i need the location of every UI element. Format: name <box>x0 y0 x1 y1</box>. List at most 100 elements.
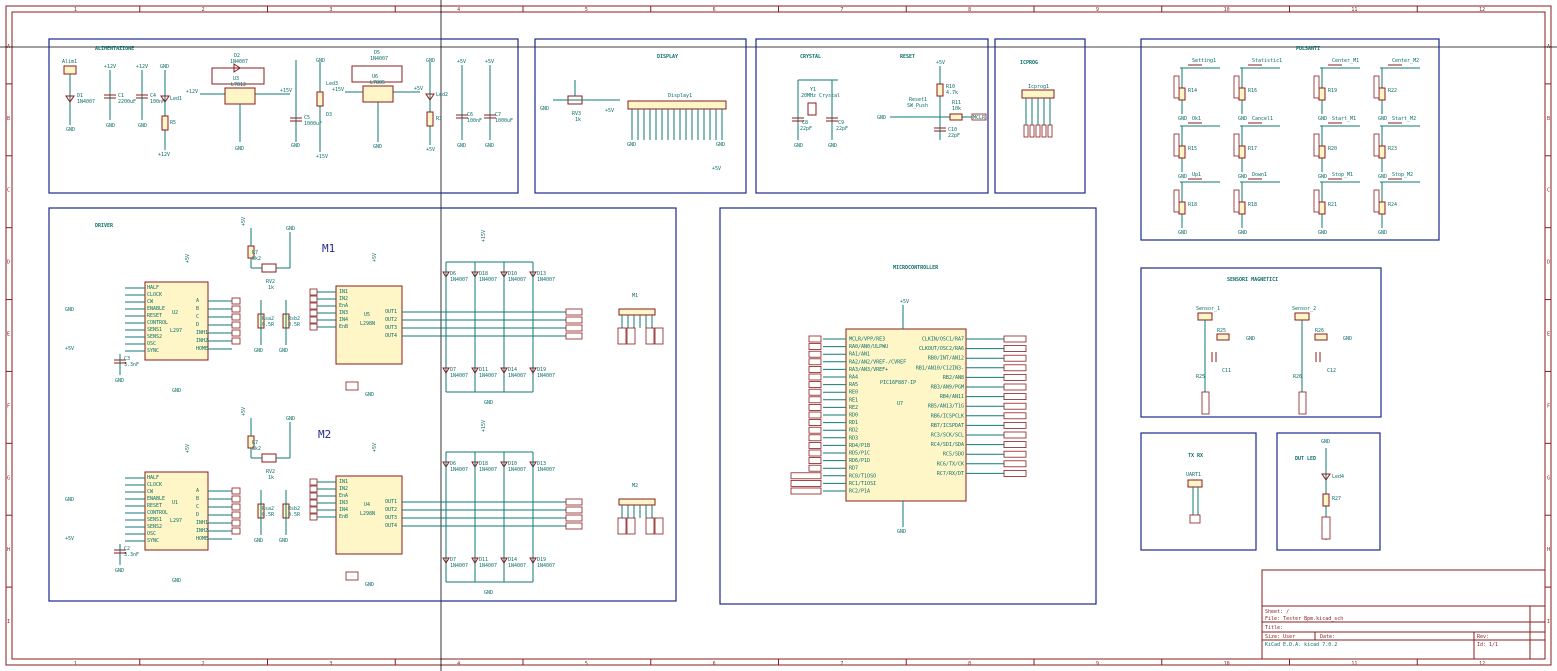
driver-stage-m2: L297U1HALFCLOCKCWENABLERESETCONTROLSENS1… <box>65 407 664 596</box>
mcu-net-flag <box>808 464 822 472</box>
block-icprog[interactable]: ICPROG Icprog1 <box>994 38 1086 194</box>
block-title-microcontroller: MICROCONTROLLER <box>893 265 939 271</box>
ref-c4: C4 <box>150 93 156 99</box>
frame-col-bottom-9: 9 <box>1096 661 1099 667</box>
c-timing-ref: C3 <box>124 356 130 362</box>
block-alimentazione[interactable]: ALIMENTAZIONE Alim1 D1 1N4007 GND C1 220… <box>48 38 519 194</box>
ref-d1: D1 <box>77 93 83 99</box>
frame-row-F: F <box>7 403 10 409</box>
button-ref: Up1 <box>1192 172 1201 178</box>
button-resistor: R17 <box>1248 146 1257 152</box>
button-gnd: GND <box>1238 174 1247 180</box>
ref-y1: Y1 <box>810 87 816 93</box>
block-txrx[interactable]: TX RX UART1 <box>1140 432 1257 551</box>
block-title-crystal: CRYSTAL <box>800 54 821 60</box>
frame-row-D: D <box>7 260 10 266</box>
mcu-net-flag <box>1003 431 1027 439</box>
block-dut-led[interactable]: DUT LED GND Led4 R27 <box>1276 432 1381 551</box>
block-sensori[interactable]: SENSORI MAGNETICI Sensor_1 Sensor_2 R25 … <box>1140 267 1382 418</box>
l298-pin-left: IN2 <box>339 486 348 492</box>
l298-pin-left: IN1 <box>339 479 348 485</box>
diode-value: 1N4007 <box>537 563 555 569</box>
svg-text:GND: GND <box>1246 336 1255 342</box>
button-resistor: R24 <box>1388 202 1397 208</box>
rsa-gnd: GND <box>254 538 263 544</box>
mcu-net-flag <box>808 388 822 396</box>
l297-value: L297 <box>170 518 182 524</box>
val-c8: 22pF <box>800 126 812 132</box>
mcu-net-flag <box>808 381 822 389</box>
frame-row-right-F: F <box>1547 403 1550 409</box>
ref-c1: C1 <box>118 93 124 99</box>
button-gnd: GND <box>1318 116 1327 122</box>
diode-value: 1N4007 <box>479 563 497 569</box>
l298-pin-left: EnA <box>339 303 348 309</box>
block-crystal-reset[interactable]: CRYSTAL RESET Y1 20MHz Crystal C8 22pF C… <box>755 38 989 194</box>
diode-value: 1N4007 <box>508 467 526 473</box>
ref-led4: Led4 <box>1332 474 1344 480</box>
mcu-net-flag <box>808 457 822 465</box>
l298-gnd: GND <box>365 392 374 398</box>
mcu-net-flag <box>1003 450 1027 458</box>
block-title-alimentazione: ALIMENTAZIONE <box>95 46 134 52</box>
diode-value: 1N4007 <box>537 467 555 473</box>
l297-5v: +5V <box>65 346 74 352</box>
frame-row-right-C: C <box>1547 188 1550 194</box>
diode-value: 1N4007 <box>479 373 497 379</box>
l297-pin-left: OSC <box>147 341 156 347</box>
diode-value: 1N4007 <box>450 563 468 569</box>
l298-pin-right: OUT4 <box>385 523 397 529</box>
icprog-pin-flag <box>1029 124 1035 138</box>
icprog-pin-flag <box>1035 124 1041 138</box>
tb-size: Size: User <box>1265 634 1295 640</box>
button-resistor: R21 <box>1328 202 1337 208</box>
l298-pin-right: OUT1 <box>385 499 397 505</box>
l298-pin-left: IN3 <box>339 310 348 316</box>
block-driver[interactable]: DRIVER M1 M2 L297U2HALFCLOCKCWENABLERESE… <box>48 207 677 602</box>
button-gnd: GND <box>1178 116 1187 122</box>
diode-ref: D11 <box>479 367 488 373</box>
frame-col-bottom-6: 6 <box>713 661 716 667</box>
frame-col-bottom-7: 7 <box>840 661 843 667</box>
button-ref: Setting1 <box>1192 58 1216 64</box>
diode-gnd: GND <box>484 590 493 596</box>
button-gnd: GND <box>1178 174 1187 180</box>
frame-col-2: 2 <box>202 7 205 13</box>
l297-pin-left: OSC <box>147 531 156 537</box>
block-microcontroller[interactable]: MICROCONTROLLER PIC16F887-IP U7 +5V GND … <box>719 207 1097 605</box>
block-pulsanti[interactable]: PULSANTI Setting1R14GNDStatistic1R16GNDC… <box>1140 38 1440 241</box>
mcu-net-flag <box>1003 383 1027 391</box>
l298-pin-right: OUT1 <box>385 309 397 315</box>
l297-pin-left: CONTROL <box>147 320 168 326</box>
l297-gnd-bottom: GND <box>172 578 181 584</box>
val-c4: 100nF <box>150 99 165 105</box>
frame-row-right-B: B <box>1547 116 1550 122</box>
svg-text:+5V: +5V <box>712 166 721 172</box>
svg-text:+12V: +12V <box>186 89 198 95</box>
block-title-txrx: TX RX <box>1188 453 1203 459</box>
ref-r26: R26 <box>1293 374 1302 380</box>
l297-pin-right: A <box>196 298 199 304</box>
diode-value: 1N4007 <box>508 563 526 569</box>
ref-c9: C9 <box>838 120 844 126</box>
frame-col-bottom-12: 12 <box>1479 661 1485 667</box>
frame-col-1: 1 <box>74 7 77 13</box>
block-display[interactable]: DISPLAY RV3 1k GND +5V Display1 GND GND … <box>534 38 747 194</box>
diode-value: 1N4007 <box>450 373 468 379</box>
val-c7: 1000uF <box>495 118 513 124</box>
svg-text:GND: GND <box>485 143 494 149</box>
rv-rail: +5V <box>241 407 247 416</box>
